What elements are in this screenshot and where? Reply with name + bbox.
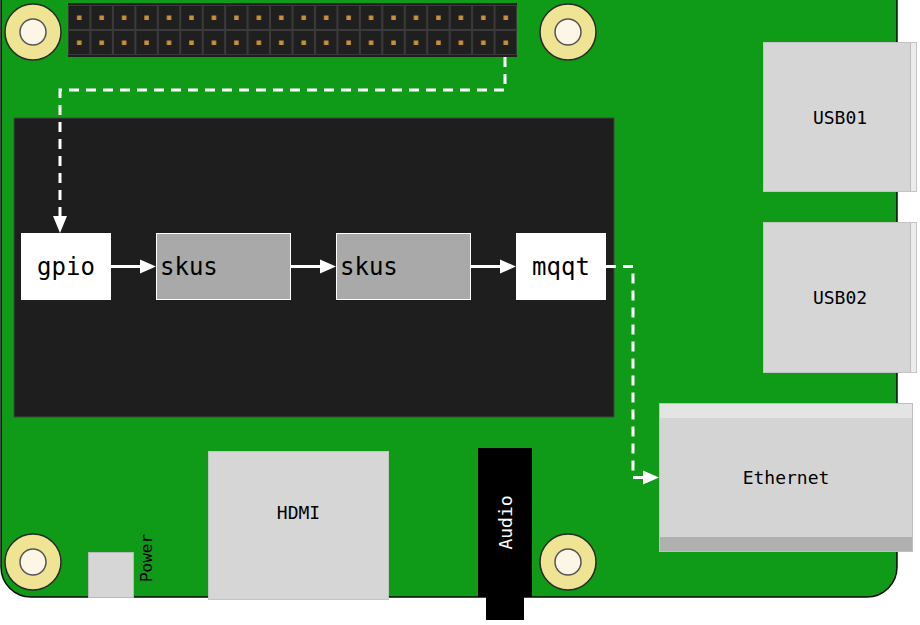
input-block: gpio	[21, 233, 111, 300]
gpio-header	[68, 3, 517, 57]
arrow-head	[643, 471, 659, 485]
connector	[606, 267, 659, 485]
port-label: HDMI	[277, 502, 320, 523]
block-label: skus	[160, 253, 218, 281]
process-block: skus	[156, 233, 291, 300]
gpio-pins	[68, 5, 517, 55]
connector	[111, 260, 156, 274]
port-rim	[660, 537, 912, 551]
block-label: skus	[340, 253, 398, 281]
hdmi-port: HDMI	[208, 451, 389, 600]
output-block: mqqt	[516, 233, 606, 300]
usb-port: USB01	[763, 42, 917, 192]
port-label: Audio	[495, 495, 516, 549]
header-link	[53, 57, 505, 233]
arrow-head	[140, 260, 156, 274]
ethernet-port: Ethernet	[659, 403, 913, 552]
audio-jack-tab	[486, 596, 524, 620]
port-rim	[910, 223, 916, 372]
connector-line	[291, 265, 320, 268]
process-block: skus	[336, 233, 471, 300]
block-label: mqqt	[532, 253, 590, 281]
usb-port: USB02	[763, 222, 917, 373]
connector-line	[606, 267, 643, 478]
processor-panel	[14, 118, 614, 417]
power-plug	[88, 552, 134, 598]
power-port: Power	[88, 520, 158, 598]
connector-line	[111, 265, 140, 268]
connector-line	[471, 265, 500, 268]
arrow-head	[320, 260, 336, 274]
port-rim	[910, 43, 916, 191]
port-label: USB02	[813, 287, 867, 308]
port-label: Power	[137, 534, 156, 582]
port-rim	[660, 404, 912, 418]
audio-jack: Audio	[478, 448, 532, 597]
connector	[471, 260, 516, 274]
block-label: gpio	[37, 253, 95, 281]
arrow-head	[500, 260, 516, 274]
port-label: Ethernet	[743, 467, 830, 488]
port-label: USB01	[813, 107, 867, 128]
connector	[291, 260, 336, 274]
